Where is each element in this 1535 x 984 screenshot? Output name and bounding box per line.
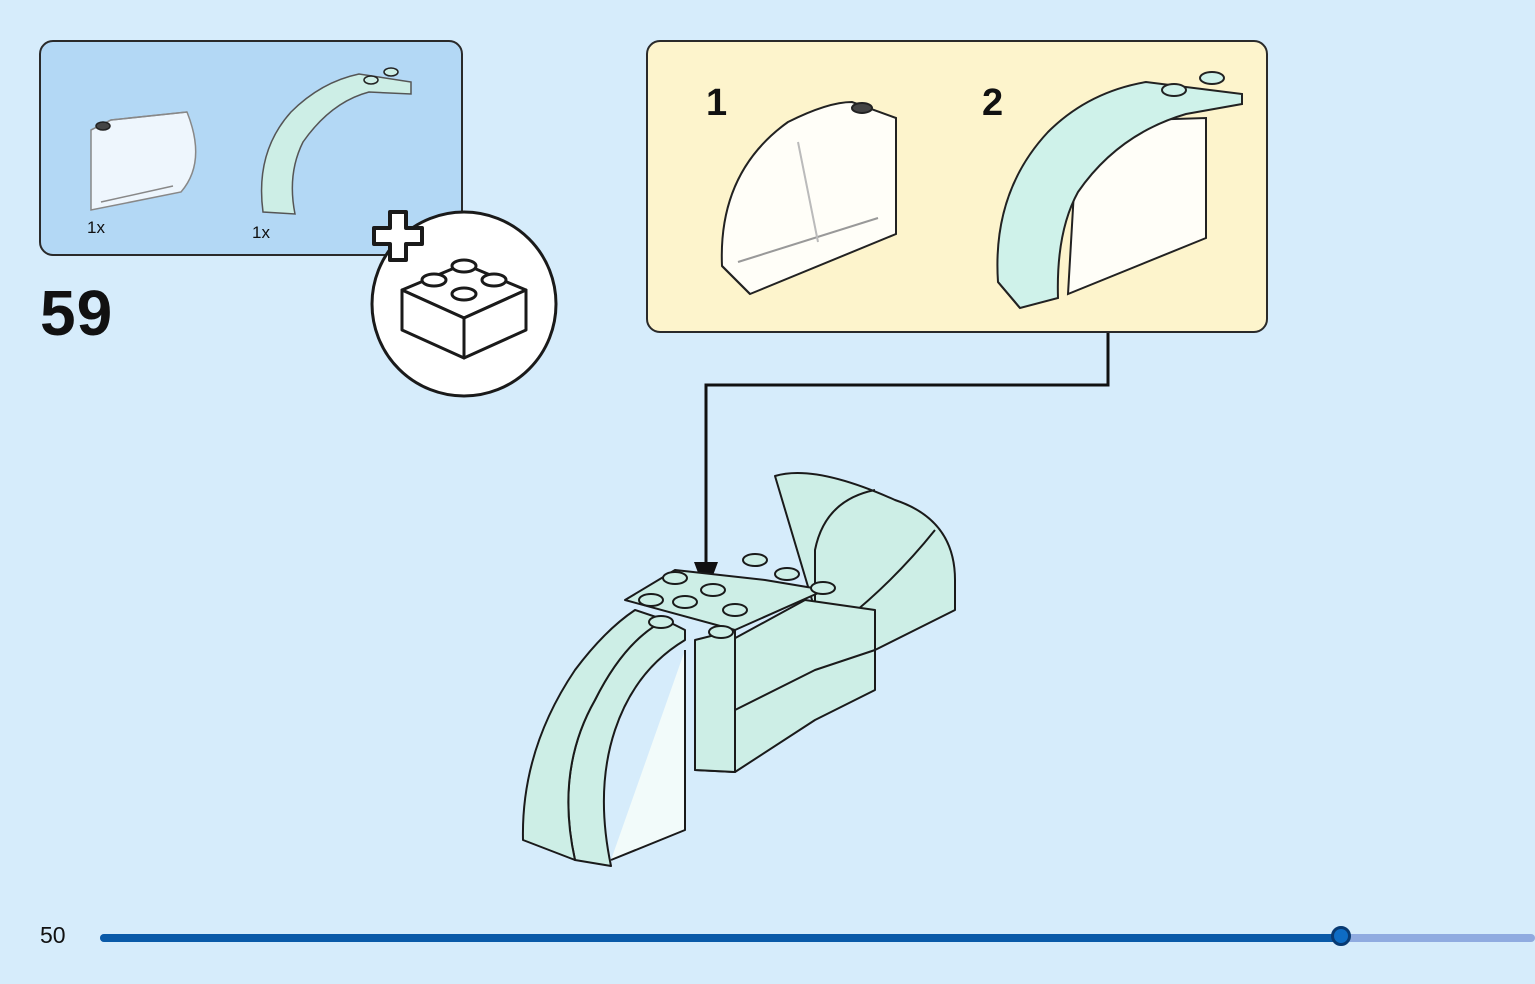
add-new-bricks-icon: [370, 210, 558, 398]
transparent-quarter-arch-window-icon: [720, 100, 897, 296]
mint-curved-arch-brick-icon: [260, 67, 412, 215]
sub-step-2-number: 2: [982, 82, 1004, 124]
progress-fill: [100, 934, 1341, 942]
sub-assembly-illustrations: [720, 71, 1243, 310]
parts-list-box: 1x 1x: [39, 40, 463, 256]
part-2-quantity: 1x: [252, 223, 270, 242]
parts-illustrations: [90, 67, 412, 215]
sub-assembly-box: 1 2: [646, 40, 1268, 333]
sub-step-1-number: 1: [706, 82, 728, 124]
transparent-quarter-arch-window-icon: [90, 111, 197, 211]
main-model-illustration: [521, 472, 956, 867]
part-1-quantity: 1x: [87, 218, 105, 237]
page-number: 50: [40, 922, 66, 948]
progress-knob[interactable]: [1331, 926, 1351, 946]
step-number: 59: [40, 277, 114, 349]
progress-track: [100, 934, 1535, 942]
window-with-arch-attached-icon: [996, 71, 1243, 310]
